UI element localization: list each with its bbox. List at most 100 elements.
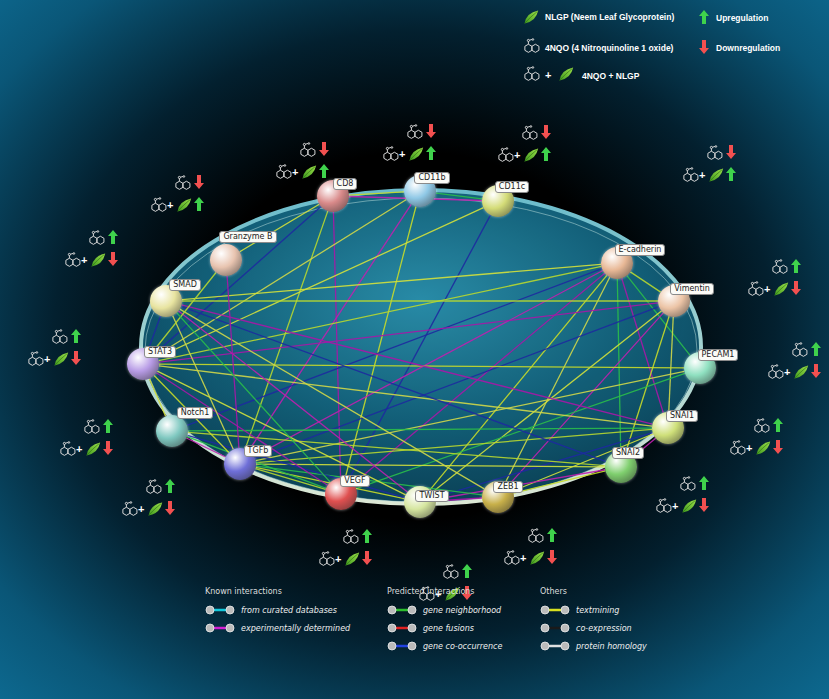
leaf-icon-part (755, 440, 771, 456)
4nqo-icon-part (749, 287, 756, 295)
4nqo-icon-part (682, 167, 700, 184)
leaf-icon-part (773, 281, 789, 297)
4nqo-icon-part (130, 502, 132, 504)
leaf-icon-part (793, 364, 809, 380)
4nqo-icon-part (503, 550, 521, 567)
4nqo-icon (523, 66, 541, 87)
node-label: ZEB1 (493, 481, 522, 493)
4nqo-icon-part (762, 424, 769, 432)
4nqo-icon-part (756, 282, 758, 284)
interaction-line (617, 279, 620, 451)
4nqo-icon (655, 498, 673, 519)
4nqo-icon-part (320, 557, 327, 565)
leaf-icon-part (795, 366, 808, 378)
leaf-icon-part (681, 498, 697, 514)
4nqo-icon-part (512, 551, 514, 553)
leaf-icon-part (408, 146, 424, 162)
node-label: CD8 (333, 178, 358, 190)
interaction-line (177, 313, 331, 482)
4nqo-icon-part (59, 441, 77, 458)
node-label: Vimentin (670, 283, 714, 295)
up-arrow-part (773, 418, 783, 432)
plus-sign: + (520, 552, 526, 564)
legend-text: protein homology (576, 642, 647, 652)
up-arrow-part (165, 479, 175, 493)
4nqo-icon-part (308, 148, 315, 156)
4nqo-icon (503, 550, 521, 571)
down-arrow-part (811, 364, 821, 378)
down-arrow-part (699, 498, 709, 512)
4nqo-icon-part (733, 441, 735, 443)
4nqo-icon-part (708, 146, 722, 160)
down-arrow-part (699, 40, 709, 54)
4nqo-icon-part (29, 357, 36, 365)
4nqo-icon-part (92, 231, 94, 233)
node-label: CD11b (414, 172, 449, 184)
4nqo-icon-part (749, 282, 763, 296)
4nqo-icon (299, 142, 317, 163)
4nqo-icon-part (391, 152, 398, 160)
sample-ball (388, 642, 396, 650)
up-arrow-part (103, 419, 113, 433)
4nqo-icon-part (527, 528, 545, 545)
node-label: TWIST (415, 490, 448, 502)
4nqo-icon-part (755, 419, 769, 433)
up-arrow (362, 529, 372, 547)
interaction-line (182, 305, 653, 424)
leaf-icon-part (683, 500, 697, 513)
interaction-line (187, 437, 326, 489)
down-arrow-part (773, 440, 783, 454)
4nqo-icon-part (771, 365, 773, 367)
4nqo-icon-part (152, 203, 159, 211)
4nqo-icon-part (382, 146, 400, 163)
4nqo-icon-part (284, 165, 286, 167)
down-arrow (362, 551, 372, 569)
4nqo-icon-part (446, 565, 448, 567)
4nqo-icon-part (499, 148, 513, 162)
4nqo-icon-part (346, 530, 348, 532)
down-arrow (541, 125, 551, 143)
4nqo-icon-part (499, 153, 506, 161)
leaf-icon-part (708, 167, 724, 183)
leaf-icon-part (757, 442, 770, 454)
protein-node: STAT3 (127, 348, 159, 380)
down-arrow (319, 142, 329, 160)
4nqo-icon-part (384, 147, 398, 161)
4nqo-icon-part (415, 125, 417, 127)
down-arrow-part (194, 175, 204, 189)
interaction-line (256, 464, 605, 467)
4nqo-icon-part (775, 260, 777, 262)
leaf-icon (523, 147, 539, 167)
interaction-line (227, 276, 239, 448)
4nqo-icon (771, 259, 789, 280)
down-arrow-part (773, 440, 783, 454)
4nqo-icon-part (301, 143, 315, 157)
plus-sign: + (672, 500, 678, 512)
up-arrow-part (319, 164, 329, 178)
4nqo-icon-part (776, 370, 783, 378)
4nqo-icon (382, 146, 400, 167)
4nqo-icon-part (303, 143, 305, 145)
up-arrow-part (699, 476, 709, 490)
4nqo-icon-part (532, 72, 539, 80)
sample-ball (541, 624, 549, 632)
leaf-icon (344, 551, 360, 571)
leaf-icon-part (710, 169, 723, 181)
interaction-line (149, 379, 165, 417)
4nqo-icon-part (279, 165, 281, 167)
4nqo-icon (497, 147, 515, 168)
leaf-icon-part (53, 351, 69, 367)
4nqo-icon-part (780, 260, 782, 262)
up-arrow (194, 197, 204, 215)
down-arrow-part (541, 125, 551, 139)
leaf-icon-part (344, 551, 360, 567)
leaf-icon-part (710, 169, 724, 182)
4nqo-icon-part (525, 126, 527, 128)
4nqo-icon-part (150, 197, 168, 214)
node-label: PECAM1 (698, 349, 739, 361)
4nqo-icon-part (183, 181, 190, 189)
down-arrow-part (319, 142, 329, 156)
up-arrow-part (791, 259, 801, 273)
down-arrow-part (108, 252, 118, 266)
